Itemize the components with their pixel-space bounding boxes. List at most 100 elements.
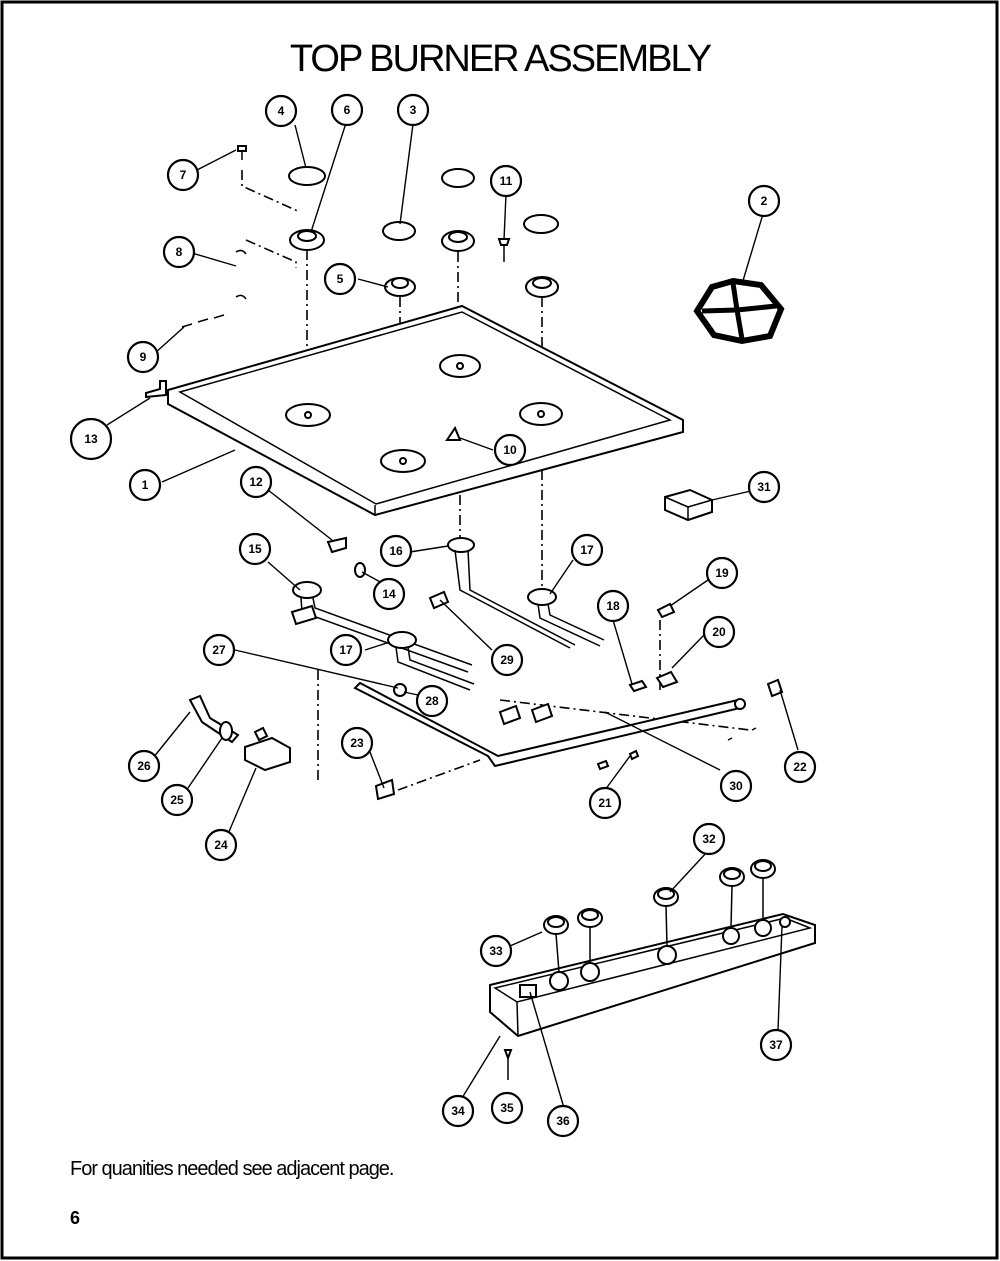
callout-14: 14 [372,577,406,611]
callout-circle [546,1104,580,1138]
callout-3: 3 [396,93,430,127]
callout-10: 10 [493,433,527,467]
callout-17: 17 [329,633,363,667]
callout-26: 26 [127,749,161,783]
callout-circle [490,643,524,677]
callout-2: 2 [747,184,781,218]
burner-heads [289,229,559,298]
callout-circle [747,470,781,504]
manifold-pipe [353,681,746,768]
callout-32: 32 [692,822,726,856]
callout-label: 9 [140,350,147,364]
callout-label: 16 [389,544,403,558]
burner-caps [288,166,559,241]
terminal-block [664,488,713,522]
callout-circle [415,684,449,718]
callout-circle [705,556,739,590]
callout-label: 19 [715,566,729,580]
callout-circle [127,749,161,783]
callout-label: 7 [180,168,187,182]
callout-6: 6 [330,93,364,127]
callout-label: 34 [451,1104,465,1118]
callout-label: 11 [500,174,513,188]
callout-label: 27 [212,643,226,657]
callout-circle [126,340,160,374]
callout-15: 15 [238,532,272,566]
callout-label: 18 [606,599,620,613]
callout-label: 4 [278,104,285,118]
callout-18: 18 [596,589,630,623]
callout-label: 5 [337,272,344,286]
cooktop-panel [145,304,684,517]
callout-label: 35 [500,1101,514,1115]
callout-circle [692,822,726,856]
callout-label: 33 [489,944,503,958]
callout-label: 25 [170,793,184,807]
callout-label: 15 [248,542,262,556]
callout-29: 29 [490,643,524,677]
small-hardware [181,145,511,328]
callout-circle [238,532,272,566]
callout-label: 32 [702,832,716,846]
callout-22: 22 [783,750,817,784]
callout-19: 19 [705,556,739,590]
callout-label: 21 [598,796,612,810]
callout-circle [570,533,604,567]
callout-circle [396,93,430,127]
callout-16: 16 [379,534,413,568]
callout-circle [783,750,817,784]
leader-lines [106,122,799,1109]
callout-circle [340,726,374,760]
callout-label: 12 [249,475,263,489]
callout-label: 26 [137,759,151,773]
callout-circle [702,615,736,649]
burner-grate [693,277,785,345]
burner-tubes [290,536,605,691]
callout-label: 30 [729,779,743,793]
callout-25: 25 [160,783,194,817]
callout-31: 31 [747,470,781,504]
callout-circle [323,262,357,296]
callout-circle [204,828,238,862]
callout-8: 8 [162,235,196,269]
callout-24: 24 [204,828,238,862]
quantities-footnote: For quanities needed see adjacent page. [70,1158,394,1180]
callout-34: 34 [441,1094,475,1128]
callout-27: 27 [202,633,236,667]
callout-23: 23 [340,726,374,760]
callout-circle [588,786,622,820]
callout-label: 1 [142,478,149,492]
callout-label: 20 [712,625,726,639]
callout-12: 12 [239,465,273,499]
callout-circle [490,1091,524,1125]
callout-label: 23 [350,736,364,750]
callout-label: 14 [382,587,396,601]
callout-circle [372,577,406,611]
callout-label: 10 [503,443,517,457]
callout-circle [166,158,200,192]
callout-33: 33 [479,934,513,968]
callout-label: 13 [84,432,98,446]
callout-label: 6 [344,103,351,117]
callout-label: 2 [761,194,768,208]
callout-label: 37 [769,1038,783,1052]
regulator-assembly [188,694,291,772]
callout-17: 17 [570,533,604,567]
callout-1: 1 [128,468,162,502]
callout-circle [202,633,236,667]
callout-circle [160,783,194,817]
callout-11: 11 [489,164,523,198]
callout-circle [329,633,363,667]
callout-circle [162,235,196,269]
callout-label: 3 [410,103,417,117]
callout-circle [489,164,523,198]
callout-37: 37 [759,1028,793,1062]
callout-circle [719,769,753,803]
callout-circle [69,417,113,461]
callout-4: 4 [264,94,298,128]
diagram-title: TOP BURNER ASSEMBLY [289,38,712,80]
callout-21: 21 [588,786,622,820]
callout-30: 30 [719,769,753,803]
